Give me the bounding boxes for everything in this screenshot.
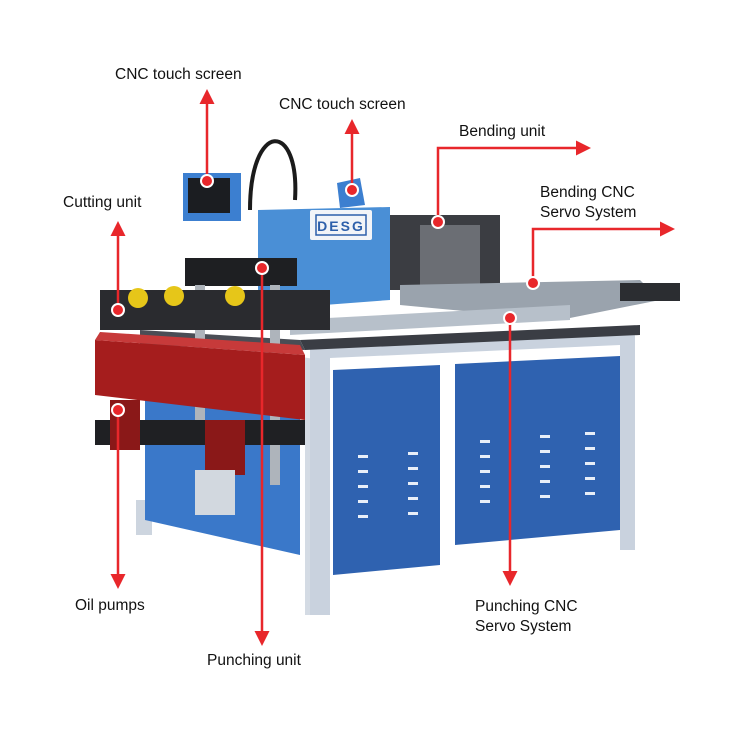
label-punching-servo-line2: Servo System bbox=[475, 618, 572, 635]
punching-cutting-units bbox=[95, 258, 330, 515]
label-cnc-touch-screen-1: CNC touch screen bbox=[115, 66, 242, 83]
label-bending-servo-line1: Bending CNC bbox=[540, 184, 635, 201]
label-bending-unit: Bending unit bbox=[459, 123, 546, 140]
bending-unit-graphic bbox=[290, 215, 680, 335]
brand-logo: DESG bbox=[317, 218, 365, 234]
annotation-dots bbox=[111, 174, 540, 417]
label-punching-unit: Punching unit bbox=[207, 652, 301, 669]
main-body: DESG bbox=[183, 139, 390, 310]
arrow-bending-unit bbox=[436, 140, 591, 222]
label-cutting-unit: Cutting unit bbox=[63, 194, 142, 211]
arrow-bending-servo bbox=[531, 221, 675, 283]
label-oil-pumps: Oil pumps bbox=[75, 597, 145, 614]
label-cnc-touch-screen-2: CNC touch screen bbox=[279, 96, 406, 113]
label-punching-servo-line1: Punching CNC bbox=[475, 598, 578, 615]
label-bending-servo-line2: Servo System bbox=[540, 204, 637, 221]
annotation-arrows bbox=[110, 89, 675, 646]
